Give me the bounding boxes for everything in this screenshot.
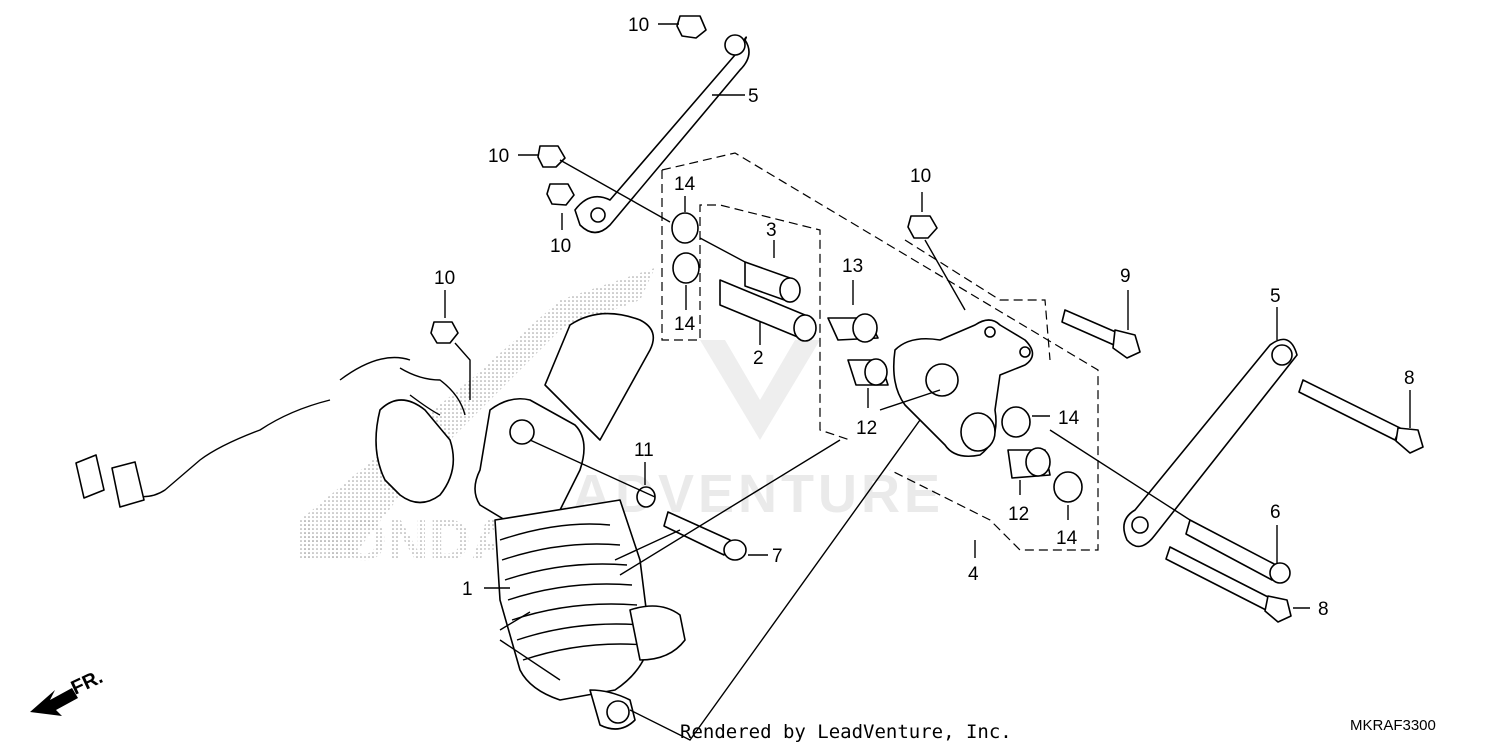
part-7-bolt[interactable] — [663, 511, 747, 561]
part-5-lower-link[interactable] — [1123, 338, 1298, 548]
assembly-outlines — [661, 152, 1099, 551]
diagram-code: MKRAF3300 — [1350, 717, 1436, 734]
part-14-seal-a[interactable] — [671, 212, 699, 244]
part-8-bolt-lower[interactable] — [1165, 546, 1292, 623]
part-12-bearing-a[interactable] — [847, 358, 889, 386]
front-direction-indicator: FR. — [30, 666, 106, 716]
callout-12-b: 12 — [1008, 504, 1029, 525]
callout-10-center: 10 — [910, 166, 931, 187]
part-10-nut-shock[interactable] — [430, 321, 459, 344]
callout-14-c: 14 — [1058, 408, 1080, 429]
callout-10-left-lower: 10 — [550, 236, 571, 257]
callout-14-d: 14 — [1056, 528, 1078, 549]
callout-3: 3 — [766, 220, 777, 241]
callout-labels: 10 5 10 10 14 14 3 2 13 12 10 9 5 8 14 1… — [434, 15, 1415, 620]
callout-5-upper: 5 — [748, 86, 759, 107]
callout-5-lower: 5 — [1270, 286, 1281, 307]
part-10-nut-left-lower[interactable] — [546, 183, 575, 206]
part-10-nut-top[interactable] — [676, 15, 707, 39]
leader-lines — [444, 23, 1411, 741]
front-arrow-icon — [30, 688, 78, 716]
part-14-seal-c[interactable] — [1001, 406, 1031, 438]
callout-13: 13 — [842, 256, 863, 277]
callout-10-shock: 10 — [434, 268, 455, 289]
callout-2: 2 — [753, 348, 764, 369]
callout-14-b: 14 — [674, 314, 696, 335]
callout-10-left: 10 — [488, 146, 509, 167]
callout-11: 11 — [634, 440, 654, 461]
part-2-collar[interactable] — [719, 279, 817, 342]
callout-7: 7 — [772, 546, 783, 567]
callout-8-lower: 8 — [1318, 599, 1329, 620]
part-6-bolt[interactable] — [1185, 519, 1291, 584]
callout-8-upper: 8 — [1404, 368, 1415, 389]
callout-1: 1 — [462, 579, 473, 600]
part-12-bearing-b[interactable] — [1007, 447, 1051, 479]
callout-4: 4 — [968, 564, 979, 585]
callout-12-a: 12 — [856, 418, 877, 439]
watermark-brand-text: HONDA — [300, 508, 513, 573]
part-3-collar[interactable] — [744, 261, 801, 303]
part-10-nut-left[interactable] — [537, 145, 566, 168]
brand-dotted-backdrop: HONDA — [300, 268, 655, 573]
part-9-bolt[interactable] — [1061, 309, 1141, 359]
callout-9: 9 — [1120, 266, 1131, 287]
callout-6: 6 — [1270, 502, 1281, 523]
part-10-nut-center[interactable] — [907, 215, 938, 239]
watermark-logo — [700, 340, 820, 440]
part-13-bearing[interactable] — [827, 313, 879, 343]
part-14-seal-b[interactable] — [672, 252, 700, 284]
callout-10-top: 10 — [628, 15, 649, 36]
credit-text: Rendered by LeadVenture, Inc. — [680, 721, 1012, 743]
part-4-shock-arm[interactable] — [892, 319, 1034, 458]
part-8-bolt-upper[interactable] — [1298, 379, 1424, 454]
callout-14-a: 14 — [674, 174, 696, 195]
part-14-seal-d[interactable] — [1053, 471, 1083, 503]
part-5-upper-link[interactable] — [574, 34, 750, 234]
part-1-shock-absorber[interactable] — [75, 312, 686, 730]
